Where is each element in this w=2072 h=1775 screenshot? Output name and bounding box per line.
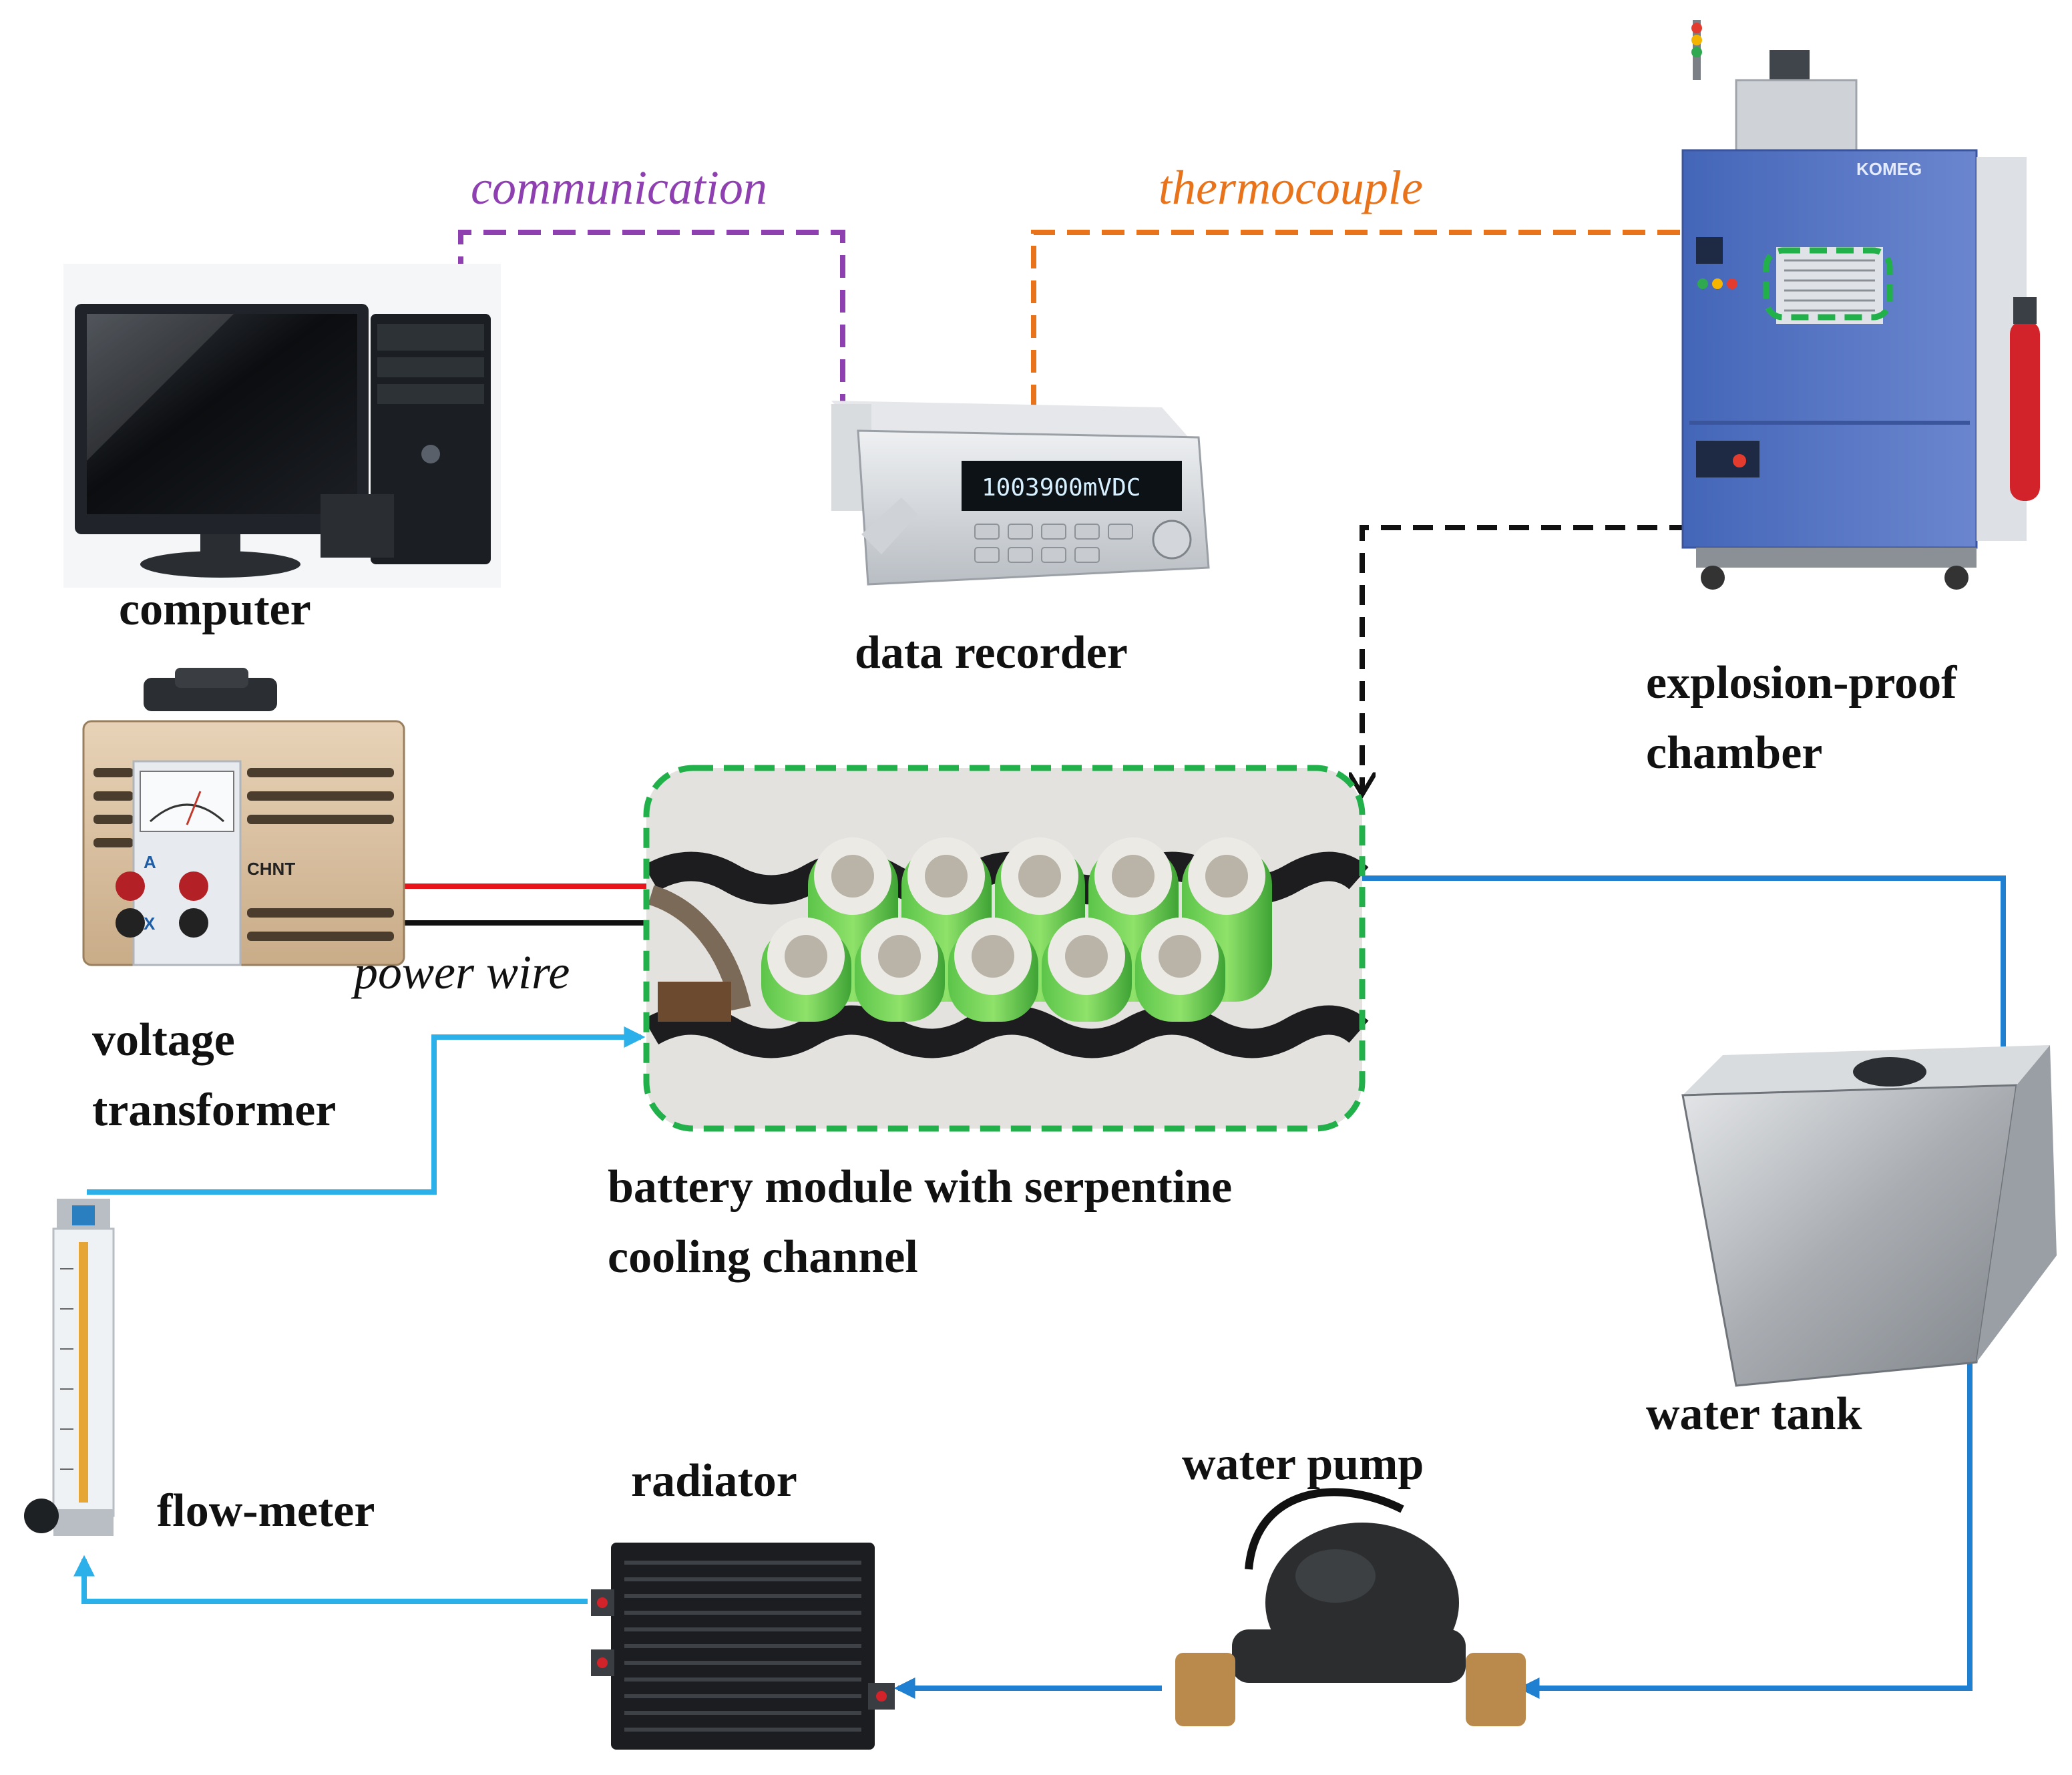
heater-cable — [648, 885, 751, 1011]
chamber-brand: KOMEG — [1856, 159, 1922, 179]
voltage-transformer-illustration: CHNT A X — [82, 668, 405, 966]
radiator-illustration — [591, 1543, 895, 1750]
communication-label: communication — [471, 161, 767, 214]
communication-line — [458, 230, 845, 407]
radiator-label: radiator — [631, 1455, 797, 1507]
battery-module-illustration — [643, 765, 1369, 1132]
terminal-positive-right — [179, 871, 208, 901]
water-pump-illustration — [1175, 1488, 1526, 1726]
terminal-negative-right — [179, 908, 208, 938]
recorder-knob — [1152, 520, 1192, 560]
water-tank-illustration — [1681, 1045, 2057, 1387]
flow-meter-valve-knob — [24, 1499, 59, 1533]
chamber-illustration: KOMEG — [1681, 20, 2040, 590]
computer-illustration — [63, 264, 501, 588]
transformer-terminal-a: A — [144, 852, 156, 872]
radiator-to-flowmeter-line — [73, 1555, 588, 1604]
data-recorder-illustration: 1003900mVDC — [831, 401, 1210, 586]
battery-module-label-line1: battery module with serpentine — [608, 1161, 1232, 1213]
fire-extinguisher — [2010, 321, 2040, 501]
recorder-display — [962, 461, 1182, 511]
tank-to-pump-line — [1518, 1329, 1973, 1699]
terminal-positive-left — [116, 871, 145, 901]
voltage-transformer-label-line2: transformer — [92, 1084, 336, 1136]
battery-module-outline — [643, 765, 1366, 1132]
labels: communication thermocouple power wire co… — [92, 161, 1957, 1537]
flow-meter-illustration — [24, 1199, 115, 1536]
chamber-label-line2: chamber — [1646, 727, 1822, 779]
chamber-port-highlight — [1763, 247, 1893, 321]
battery-module-label-line2: cooling channel — [608, 1231, 918, 1283]
water-tank-label: water tank — [1646, 1388, 1862, 1440]
recorder-display-text: 1003900mVDC — [982, 474, 1141, 502]
thermocouple-label: thermocouple — [1159, 161, 1423, 214]
transformer-brand: CHNT — [247, 859, 295, 879]
flow-meter-label: flow-meter — [157, 1485, 375, 1537]
power-wire-label: power wire — [351, 946, 570, 999]
terminal-negative-left — [116, 908, 145, 938]
voltage-transformer-label-line1: voltage — [92, 1014, 235, 1066]
transformer-terminal-x: X — [144, 914, 156, 934]
data-recorder-label: data recorder — [855, 627, 1128, 678]
water-pump-label: water pump — [1182, 1438, 1424, 1490]
computer-label: computer — [119, 584, 311, 635]
thermocouple-line — [1031, 230, 1696, 407]
chamber-label-line1: explosion-proof — [1646, 657, 1957, 709]
water-tank-opening — [1853, 1057, 1926, 1087]
flowmeter-to-module-line — [87, 1026, 646, 1195]
battery-cells — [761, 837, 1272, 1022]
